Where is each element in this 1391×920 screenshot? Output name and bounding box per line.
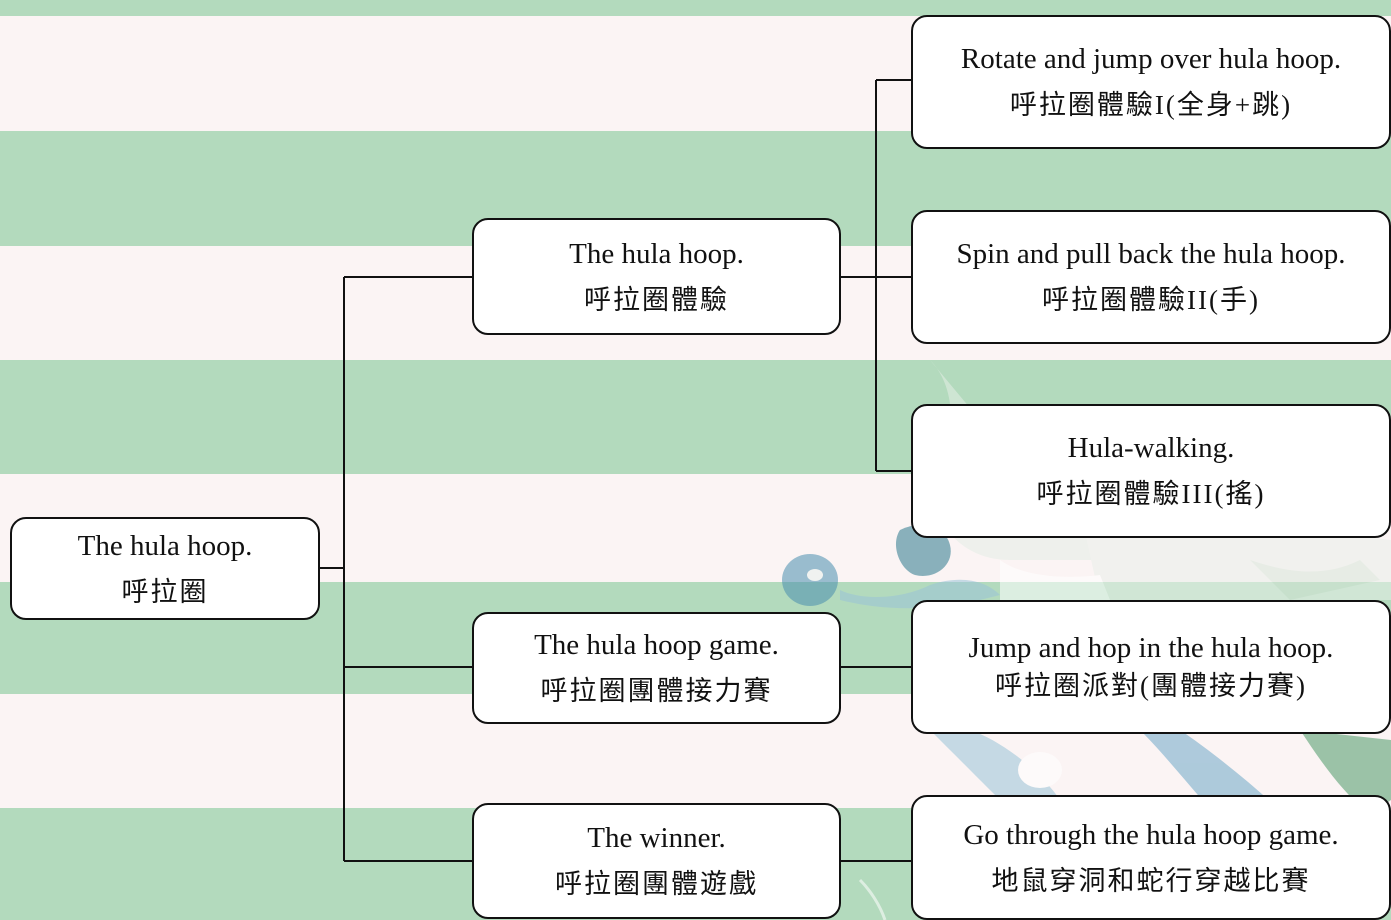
node-title-en: The hula hoop.: [569, 237, 744, 270]
node-title-en: The hula hoop.: [77, 529, 253, 562]
level2-node-experience: The hula hoop. 呼拉圈體驗: [472, 218, 841, 335]
level2-node-relay: The hula hoop game. 呼拉圈團體接力賽: [472, 612, 841, 724]
level3-node-go-through: Go through the hula hoop game. 地鼠穿洞和蛇行穿越…: [911, 795, 1391, 920]
node-title-zh: 呼拉圈體驗I(全身+跳): [1009, 90, 1293, 120]
node-title-zh: 呼拉圈體驗III(搖): [1036, 479, 1266, 509]
root-node: The hula hoop. 呼拉圈: [10, 517, 320, 620]
node-title-en: Jump and hop in the hula hoop.: [968, 632, 1334, 664]
bg-stripe: [0, 0, 1391, 16]
node-title-en: Go through the hula hoop game.: [963, 818, 1339, 851]
level3-node-rotate-jump: Rotate and jump over hula hoop. 呼拉圈體驗I(全…: [911, 15, 1391, 149]
node-title-zh: 呼拉圈體驗: [584, 284, 729, 315]
node-title-en: Rotate and jump over hula hoop.: [960, 43, 1342, 75]
node-title-en: Spin and pull back the hula hoop.: [956, 238, 1346, 270]
level3-node-jump-hop: Jump and hop in the hula hoop. 呼拉圈派對(團體接…: [911, 600, 1391, 734]
node-title-en: Hula-walking.: [1067, 432, 1235, 464]
level3-node-hula-walking: Hula-walking. 呼拉圈體驗III(搖): [911, 404, 1391, 538]
node-title-zh: 呼拉圈: [121, 576, 209, 607]
node-title-zh: 呼拉圈體驗II(手): [1042, 285, 1260, 315]
node-title-en: The winner.: [587, 822, 726, 854]
level2-node-winner: The winner. 呼拉圈團體遊戲: [472, 803, 841, 919]
node-title-zh: 呼拉圈團體接力賽: [540, 676, 773, 706]
level3-node-spin-pull: Spin and pull back the hula hoop. 呼拉圈體驗I…: [911, 210, 1391, 344]
node-title-zh: 地鼠穿洞和蛇行穿越比賽: [991, 865, 1311, 896]
node-title-en: The hula hoop game.: [534, 629, 779, 661]
node-title-zh: 呼拉圈派對(團體接力賽): [995, 671, 1307, 701]
node-title-zh: 呼拉圈團體遊戲: [555, 869, 758, 899]
